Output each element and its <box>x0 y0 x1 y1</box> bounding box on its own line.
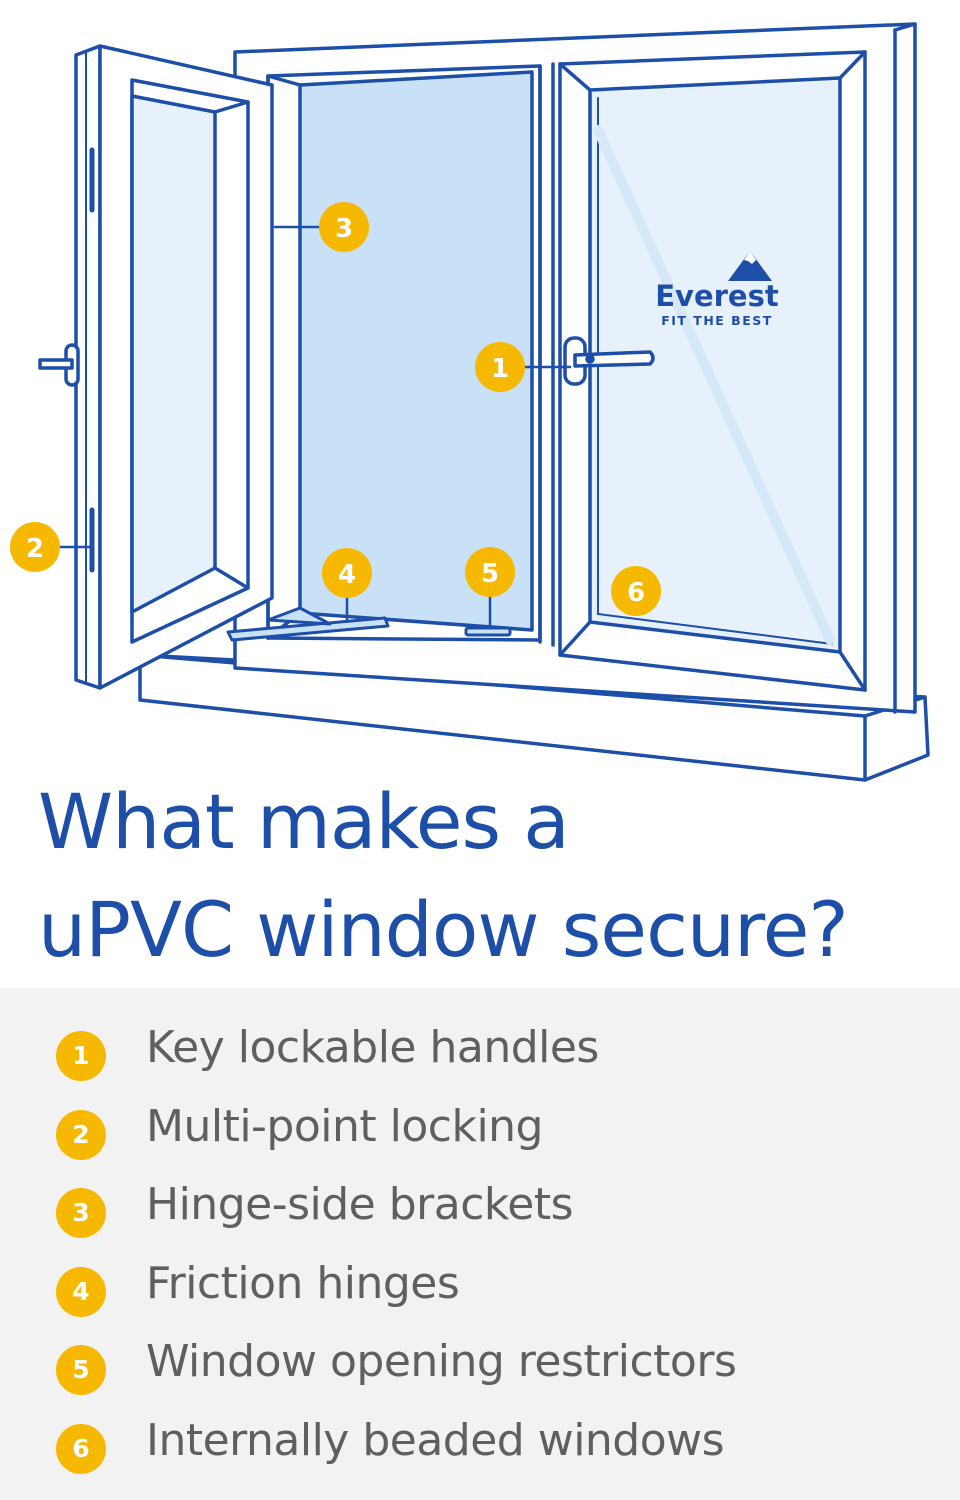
right-handle <box>563 336 655 386</box>
feature-number-badge: 4 <box>56 1266 106 1317</box>
marker-4-number: 4 <box>338 560 356 590</box>
page-title-line-1: What makes a <box>38 777 570 866</box>
feature-number-badge: 3 <box>56 1188 106 1239</box>
feature-label: Multi-point locking <box>146 1100 543 1152</box>
open-left-sash <box>74 44 274 690</box>
feature-item-2: 2 Multi-point locking <box>0 1095 960 1174</box>
feature-item-1: 1 Key lockable handles <box>0 1016 960 1095</box>
friction-hinge <box>226 606 390 642</box>
feature-label: Friction hinges <box>146 1257 460 1309</box>
logo-name: Everest <box>655 279 779 313</box>
page-title-line-2: uPVC window secure? <box>38 885 849 974</box>
window-restrictor <box>464 626 512 637</box>
marker-4: 4 <box>322 548 372 598</box>
marker-1-number: 1 <box>491 354 509 384</box>
marker-3-number: 3 <box>335 214 353 244</box>
page-title: What makes a uPVC window secure? <box>38 768 938 984</box>
marker-5-number: 5 <box>481 559 499 589</box>
logo-tagline: FIT THE BEST <box>661 313 773 328</box>
feature-item-5: 5 Window opening restrictors <box>0 1330 960 1409</box>
mountain-icon <box>728 251 772 281</box>
left-handle <box>38 343 80 387</box>
marker-5: 5 <box>465 547 515 597</box>
feature-item-6: 6 Internally beaded windows <box>0 1409 960 1488</box>
everest-logo: Everest FIT THE BEST <box>655 251 779 328</box>
window-illustration: Everest FIT THE BEST 3 1 2 4 5 6 <box>10 22 930 782</box>
features-panel: 1 Key lockable handles 2 Multi-point loc… <box>0 988 960 1500</box>
feature-number-badge: 6 <box>56 1423 106 1474</box>
feature-item-3: 3 Hinge-side brackets <box>0 1173 960 1252</box>
marker-1: 1 <box>475 342 525 392</box>
marker-2: 2 <box>10 522 60 572</box>
feature-item-4: 4 Friction hinges <box>0 1252 960 1331</box>
feature-label: Internally beaded windows <box>146 1414 725 1466</box>
feature-label: Hinge-side brackets <box>146 1179 574 1231</box>
feature-number-badge: 5 <box>56 1345 106 1396</box>
feature-label: Key lockable handles <box>146 1022 599 1073</box>
callout-lines <box>55 225 572 630</box>
marker-3: 3 <box>319 202 369 252</box>
marker-6-number: 6 <box>627 578 645 608</box>
features-list: 1 Key lockable handles 2 Multi-point loc… <box>0 1016 960 1488</box>
marker-6: 6 <box>611 566 661 616</box>
right-sash <box>558 50 867 692</box>
marker-2-number: 2 <box>26 534 44 564</box>
feature-number-badge: 1 <box>56 1031 106 1081</box>
feature-number-badge: 2 <box>56 1109 106 1160</box>
feature-label: Window opening restrictors <box>146 1336 737 1388</box>
